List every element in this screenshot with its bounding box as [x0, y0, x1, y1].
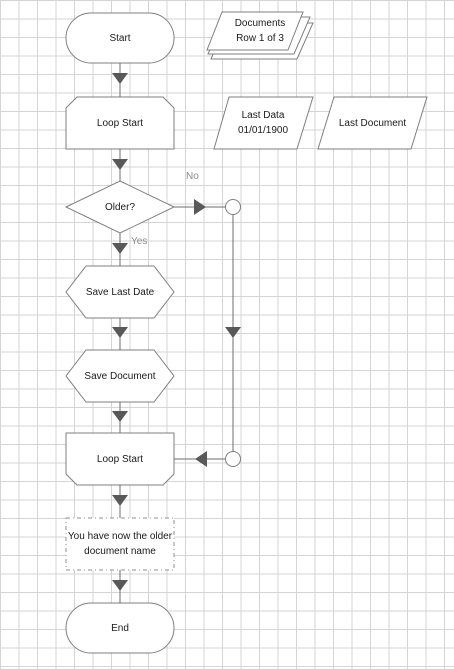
save-document-label: Save Document: [84, 370, 156, 382]
arrow-loop-decision: [112, 159, 128, 170]
last-document-label: Last Document: [338, 117, 407, 129]
arrow-save-date-save-doc: [112, 327, 128, 338]
note-label: You have now the older document name: [67, 531, 173, 557]
save-last-date-label: Save Last Date: [85, 286, 155, 298]
documents-label: Documents Row 1 of 3: [234, 18, 286, 44]
save-last-date-node[interactable]: [65, 265, 175, 319]
last-data-label: Last Data 01/01/1900: [237, 110, 289, 136]
save-document-node[interactable]: [65, 349, 175, 403]
no-branch-label: No: [186, 171, 199, 182]
arrow-note-end: [112, 580, 128, 591]
last-data-node[interactable]: [213, 96, 314, 150]
arrow-loop-back-left: [195, 451, 207, 467]
documents-data-node[interactable]: [206, 11, 304, 51]
decision-label: Older?: [104, 201, 135, 213]
arrow-loop-back-down: [225, 327, 241, 338]
note-box[interactable]: [65, 517, 175, 571]
loop-start-node-1[interactable]: [65, 96, 175, 150]
end-label: End: [111, 622, 129, 634]
last-document-node[interactable]: [317, 96, 428, 150]
arrow-start-loop: [112, 73, 128, 84]
arrow-no-branch: [194, 199, 206, 215]
loop-start-label-1: Loop Start: [96, 117, 144, 129]
loop-start-label-2: Loop Start: [96, 453, 144, 465]
arrow-save-doc-loop: [112, 411, 128, 422]
start-label: Start: [109, 32, 131, 44]
yes-branch-label: Yes: [131, 236, 148, 247]
connector-circle-bottom: [225, 451, 241, 467]
arrow-loop-note: [112, 495, 128, 506]
connector-circle-top: [225, 199, 241, 215]
loop-start-node-2[interactable]: [65, 432, 175, 486]
arrow-decision-save-date: [112, 243, 128, 254]
